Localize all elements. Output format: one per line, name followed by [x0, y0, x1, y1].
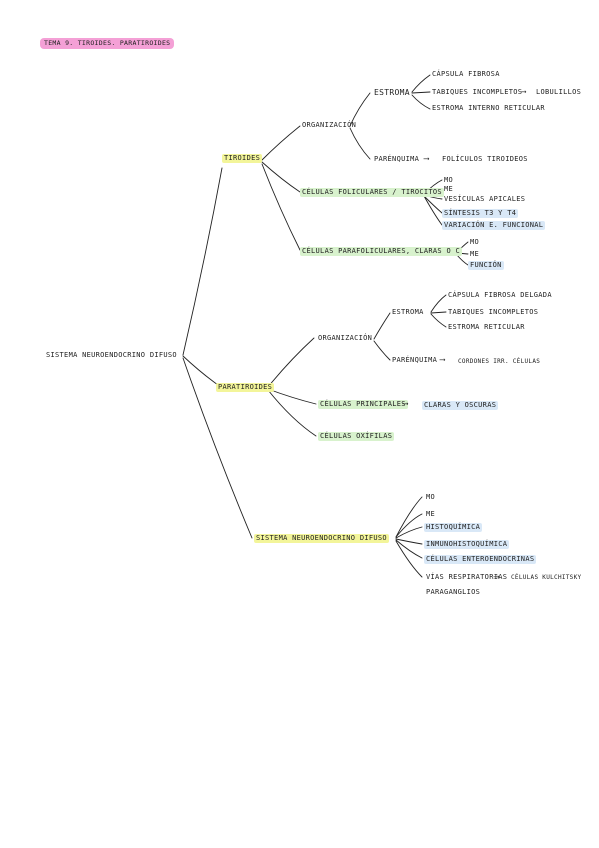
tiroides-estroma-interno: ESTROMA INTERNO RETICULAR	[432, 104, 545, 112]
parafoliculares-mo: MO	[470, 238, 480, 246]
foliculares-variacion: VARIACIÓN E. FUNCIONAL	[442, 221, 546, 230]
snd-inmunohistoquimica: INMUNOHISTOQUÍMICA	[424, 540, 510, 549]
connector-p-estroma-tabiques	[430, 311, 447, 314]
connector-snd-histoquimica	[395, 526, 423, 539]
connector-organizacion-parenquima	[349, 127, 371, 160]
paratiroides-oxifilas-node: CÉLULAS OXÍFILAS	[318, 432, 395, 441]
tiroides-organizacion-node: ORGANIZACIÓN	[302, 121, 357, 129]
connector-paratiroides-oxifilas	[267, 389, 317, 437]
parafoliculares-me: ME	[470, 250, 480, 258]
connector-p-organizacion-estroma	[373, 312, 391, 340]
root-node: SISTEMA NEUROENDOCRINO DIFUSO	[46, 351, 177, 359]
tiroides-estroma-capsula: CÁPSULA FIBROSA	[432, 70, 500, 78]
connector-p-organizacion-parenquima	[373, 340, 391, 361]
connector-tiroides-foliculares	[261, 161, 301, 193]
connector-snd-entero	[395, 539, 423, 559]
connector-root-snd	[182, 357, 253, 539]
connector-foliculares-variacion	[423, 195, 443, 226]
connector-tiroides-parafoliculares	[261, 163, 301, 251]
connector-snd-vias	[395, 540, 423, 578]
connector-estroma-tabiques	[411, 91, 431, 94]
snd-histoquimica: HISTOQUÍMICA	[424, 523, 483, 532]
arrow-tabiques-lobulillos-icon: ⟶	[521, 87, 526, 96]
tiroides-estroma-node: ESTROMA	[374, 88, 410, 97]
snd-mo: MO	[426, 493, 436, 501]
page-title: TEMA 9. TIROIDES. PARATIROIDES	[40, 38, 175, 49]
arrow-parenquima-foliculos-icon: ⟶	[424, 154, 429, 163]
foliculares-sintesis: SÍNTESIS T3 Y T4	[442, 209, 519, 218]
arrow-vias-kulchitsky-icon: ⟶	[494, 572, 499, 581]
paratiroides-estroma-reticular: ESTROMA RETICULAR	[448, 323, 525, 331]
snd-vias-respiratorias: VÍAS RESPIRATORIAS	[426, 573, 508, 581]
connector-paratiroides-principales	[267, 388, 317, 405]
snd-me: ME	[426, 510, 436, 518]
foliculares-vesiculas: VESÍCULAS APICALES	[444, 195, 526, 203]
tiroides-foliculos: FOLÍCULOS TIROIDEOS	[442, 155, 528, 163]
connector-tiroides-organizacion	[261, 125, 301, 161]
paratiroides-estroma-tabiques: TABIQUES INCOMPLETOS	[448, 308, 539, 316]
connector-paratiroides-organizacion	[267, 337, 315, 388]
paratiroides-parenquima-node: PARÉNQUIMA	[392, 356, 438, 364]
connector-snd-mo	[395, 496, 423, 538]
connector-root-tiroides	[182, 167, 223, 356]
paratiroides-estroma-node: ESTROMA	[392, 308, 424, 316]
connector-root-paratiroides	[182, 355, 219, 386]
tiroides-estroma-tabiques: TABIQUES INCOMPLETOS	[432, 88, 523, 96]
parafoliculares-funcion: FUNCIÓN	[468, 261, 504, 270]
paratiroides-claras-oscuras: CLARAS Y OSCURAS	[422, 401, 499, 410]
tiroides-foliculares-node: CÉLULAS FOLICULARES / TIROCITOS	[300, 188, 444, 197]
tiroides-node: TIROIDES	[222, 154, 263, 163]
paratiroides-principales-node: CÉLULAS PRINCIPALES	[318, 400, 408, 409]
foliculares-mo: MO	[444, 176, 454, 184]
snd-node: SISTEMA NEUROENDOCRINO DIFUSO	[254, 534, 389, 543]
paratiroides-organizacion-node: ORGANIZACIÓN	[318, 334, 373, 342]
connector-snd-inmuno	[395, 538, 423, 545]
tiroides-parafoliculares-node: CÉLULAS PARAFOLICULARES, CLARAS O C	[300, 247, 463, 256]
paratiroides-cordones: CORDONES IRR. CÉLULAS	[458, 358, 541, 365]
snd-kulchitsky: CÉLULAS KULCHITSKY	[511, 574, 582, 581]
connector-estroma-capsula	[411, 74, 431, 93]
connector-snd-me	[395, 513, 423, 538]
tiroides-parenquima-node: PARÉNQUIMA	[374, 155, 420, 163]
arrow-principales-claras-icon: ⟶	[403, 399, 408, 408]
snd-paraganglios: PARAGANGLIOS	[426, 588, 481, 596]
foliculares-me: ME	[444, 185, 454, 193]
connector-organizacion-estroma	[349, 92, 371, 127]
paratiroides-node: PARATIROIDES	[216, 383, 275, 392]
connector-p-estroma-reticular	[430, 313, 447, 328]
snd-enteroendocrinas: CÉLULAS ENTEROENDOCRINAS	[424, 555, 537, 564]
connector-estroma-interno	[411, 94, 431, 110]
arrow-p-parenquima-cordones-icon: ⟶	[440, 355, 445, 364]
tiroides-lobulillos: LOBULILLOS	[536, 88, 582, 96]
connector-p-estroma-capsula	[430, 294, 447, 313]
connector-foliculares-sintesis	[423, 195, 443, 214]
paratiroides-estroma-capsula: CÁPSULA FIBROSA DELGADA	[448, 291, 552, 299]
